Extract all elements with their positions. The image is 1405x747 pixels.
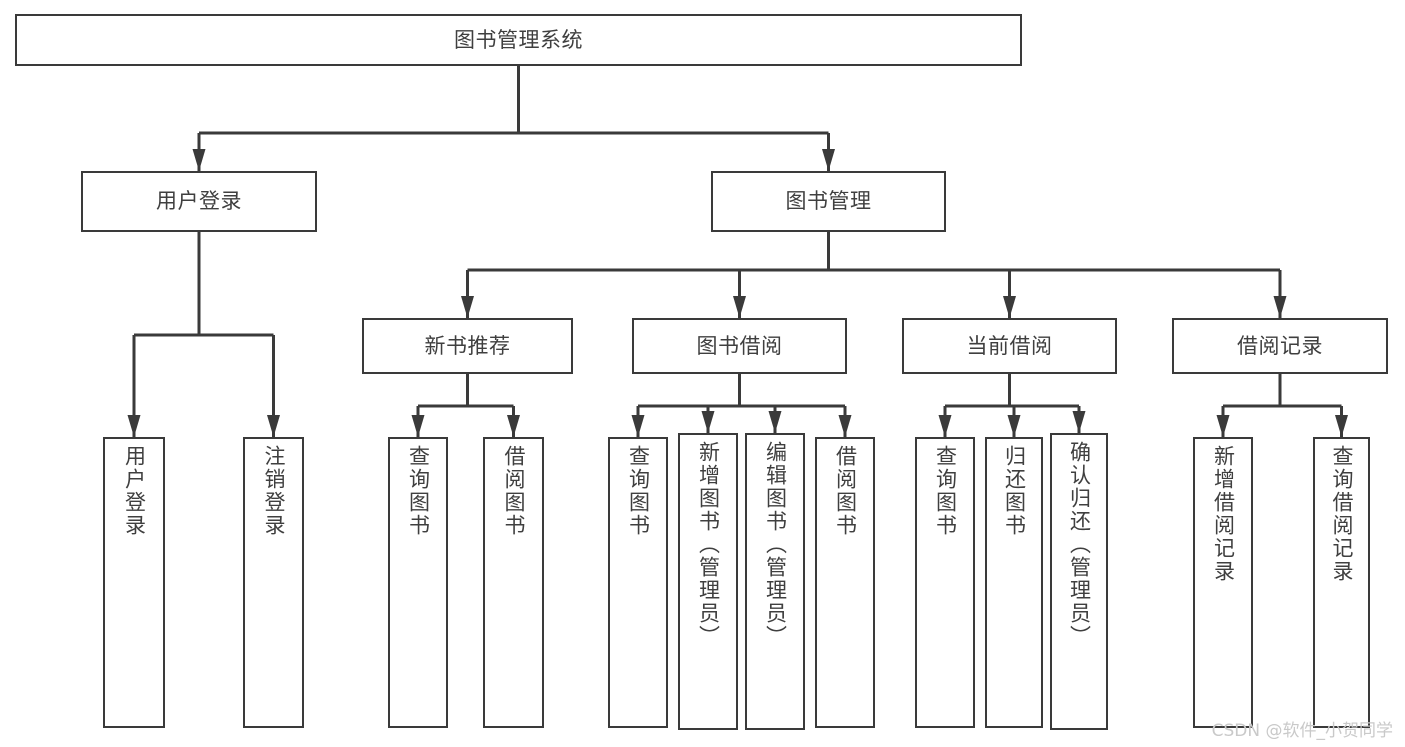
- arrow-head: [267, 415, 280, 437]
- node-label-r2: 查询借阅记录: [1330, 445, 1354, 583]
- node-l2[interactable]: 注销登录: [243, 437, 304, 728]
- arrow-head: [768, 411, 782, 433]
- node-login[interactable]: 用户登录: [81, 171, 317, 232]
- arrow-head: [822, 149, 835, 171]
- arrow-head: [631, 415, 645, 437]
- node-label-n2: 借阅图书: [502, 445, 526, 537]
- node-l1[interactable]: 用户登录: [103, 437, 165, 728]
- arrow-head: [1007, 415, 1021, 437]
- arrow-head: [411, 415, 425, 437]
- node-label-root: 图书管理系统: [454, 27, 583, 52]
- node-label-current: 当前借阅: [966, 333, 1053, 358]
- node-newrec[interactable]: 新书推荐: [362, 318, 573, 374]
- node-label-records: 借阅记录: [1237, 333, 1323, 358]
- node-label-c3: 确认归还（管理员）: [1067, 441, 1092, 648]
- arrow-head: [1273, 296, 1287, 318]
- node-label-b4: 借阅图书: [833, 445, 858, 537]
- node-root[interactable]: 图书管理系统: [15, 14, 1022, 66]
- node-borrow[interactable]: 图书借阅: [632, 318, 847, 374]
- node-label-r1: 新增借阅记录: [1211, 445, 1236, 583]
- node-c1[interactable]: 查询图书: [915, 437, 975, 728]
- arrow-head: [507, 415, 520, 437]
- node-label-login: 用户登录: [156, 189, 242, 214]
- node-label-borrow: 图书借阅: [696, 333, 783, 358]
- arrow-head: [1335, 415, 1348, 437]
- arrow-head: [192, 149, 206, 171]
- arrow-head: [461, 296, 474, 318]
- arrow-head: [838, 415, 852, 437]
- arrow-head: [938, 415, 952, 437]
- node-r1[interactable]: 新增借阅记录: [1193, 437, 1253, 728]
- node-c2[interactable]: 归还图书: [985, 437, 1043, 728]
- node-label-c2: 归还图书: [1002, 445, 1027, 537]
- node-b1[interactable]: 查询图书: [608, 437, 668, 728]
- node-n1[interactable]: 查询图书: [388, 437, 448, 728]
- node-label-c1: 查询图书: [933, 445, 958, 537]
- node-b3[interactable]: 编辑图书（管理员）: [745, 433, 805, 730]
- node-current[interactable]: 当前借阅: [902, 318, 1117, 374]
- node-c3[interactable]: 确认归还（管理员）: [1050, 433, 1108, 730]
- node-label-l2: 注销登录: [262, 445, 286, 537]
- arrow-head: [1003, 296, 1016, 318]
- node-bookmgmt[interactable]: 图书管理: [711, 171, 946, 232]
- node-b4[interactable]: 借阅图书: [815, 437, 875, 728]
- arrow-head: [701, 411, 715, 433]
- node-b2[interactable]: 新增图书（管理员）: [678, 433, 738, 730]
- node-label-newrec: 新书推荐: [424, 333, 511, 358]
- node-n2[interactable]: 借阅图书: [483, 437, 544, 728]
- arrow-head: [1072, 411, 1086, 433]
- arrow-head: [127, 415, 141, 437]
- node-label-n1: 查询图书: [406, 445, 431, 537]
- node-r2[interactable]: 查询借阅记录: [1313, 437, 1370, 728]
- node-label-l1: 用户登录: [122, 445, 147, 537]
- node-label-b3: 编辑图书（管理员）: [763, 441, 788, 648]
- node-records[interactable]: 借阅记录: [1172, 318, 1388, 374]
- node-label-bookmgmt: 图书管理: [785, 189, 872, 214]
- arrow-head: [1216, 415, 1230, 437]
- node-label-b1: 查询图书: [626, 445, 651, 537]
- arrow-head: [733, 296, 746, 318]
- node-label-b2: 新增图书（管理员）: [696, 441, 721, 648]
